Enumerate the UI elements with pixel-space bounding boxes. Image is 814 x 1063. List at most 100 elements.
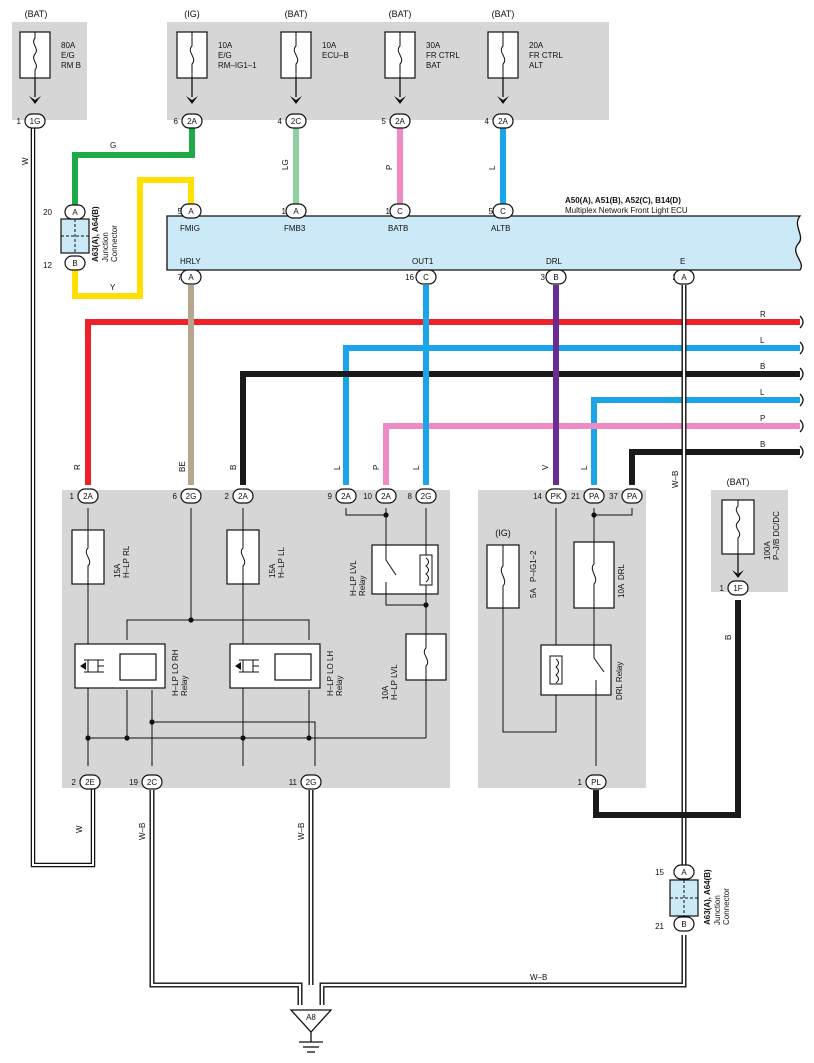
wire-label-w-b: W–B (138, 823, 147, 840)
fuse-rating: 100A (763, 541, 772, 560)
wire-label-l: L (412, 465, 421, 470)
connector-pin: A (673, 269, 695, 285)
fuse-symbol-icon (384, 31, 416, 104)
pin-number: 5 (178, 207, 183, 216)
connector-pin: A (285, 203, 307, 219)
pin-number: 1 (282, 207, 287, 216)
wire-label-l: L (333, 465, 342, 470)
pin-label: B (681, 920, 686, 929)
ground-icon (289, 1009, 333, 1053)
pin-label: 2A (498, 117, 508, 126)
wire-label: L (760, 336, 765, 345)
source-label: (IG) (184, 9, 200, 19)
wire-r (85, 319, 800, 485)
fuse-label-fr-ctrl-bat: 30A FR CTRL BAT (426, 41, 460, 70)
wire-label-l: L (488, 165, 497, 170)
pin-number: 12 (43, 261, 52, 270)
ecu-terminal-label: OUT1 (412, 257, 434, 266)
wire-l-upper (343, 345, 800, 485)
pin-label: B (553, 273, 558, 282)
svg-text:10A: 10A (322, 41, 337, 50)
fuse-label-fr-ctrl-alt: 20A FR CTRL ALT (529, 41, 563, 70)
fuse-symbol-icon (486, 544, 520, 609)
wire-label-r: R (73, 464, 82, 470)
svg-text:10A: 10A (218, 41, 233, 50)
pin-label: C (423, 273, 429, 282)
right-block-wiring (502, 508, 633, 766)
svg-text:RM–IG1–1: RM–IG1–1 (218, 61, 257, 70)
connector-pin: 2C4 (278, 113, 307, 129)
wire-label-l: L (580, 465, 589, 470)
connector-pin: 2A9 (328, 488, 357, 504)
fuse-symbol-icon (487, 31, 519, 104)
source-label: (BAT) (727, 477, 750, 487)
pin-label: 1F (733, 584, 742, 593)
pin-label: C (397, 207, 403, 216)
wire-label-w-b: W–B (297, 823, 306, 840)
connector-pin: A (64, 204, 86, 220)
fuse-rating: 15A (113, 563, 122, 578)
source-label: (BAT) (389, 9, 412, 19)
fuse-label: 5A (529, 588, 538, 598)
pin-number: 21 (655, 922, 664, 931)
fuse-name: P–IG1–2 (529, 550, 538, 582)
fuse-label-ecu-b: 10A ECU–B (322, 41, 349, 60)
pin-label: 2E (85, 778, 95, 787)
fuse-symbol-icon (280, 31, 312, 104)
svg-text:A63(A), A64(B): A63(A), A64(B) (91, 206, 100, 262)
pin-label: 2C (291, 117, 301, 126)
pin-label: C (500, 207, 506, 216)
splice-dots (85, 512, 429, 741)
svg-text:80A: 80A (61, 41, 76, 50)
pin-number: 37 (609, 492, 618, 501)
fuse-name: H–LP LL (277, 546, 286, 578)
connector-pin: 2G6 (173, 488, 202, 504)
pin-label: A (681, 273, 687, 282)
fuse-symbol-icon (71, 529, 105, 585)
wire-b-lower (629, 449, 800, 485)
wire-break-icon (799, 315, 804, 459)
pin-number: 2 (72, 778, 77, 787)
fuse-name: DRL (617, 563, 626, 580)
wire-w-b-2c (149, 790, 303, 1005)
wire-label-w-b: W–B (530, 973, 547, 982)
svg-text:RM B: RM B (61, 61, 81, 70)
ecu-terminal-label: ALTB (491, 224, 510, 233)
wire-p-harness (383, 423, 800, 485)
source-label: (BAT) (492, 9, 515, 19)
pin-number: 7 (178, 273, 183, 282)
pin-label: 2A (395, 117, 405, 126)
fuse-label: 10A (617, 583, 626, 598)
wire-label: R (760, 310, 766, 319)
relay-h-lp-lo-lh (229, 643, 321, 689)
pin-label: 2A (187, 117, 197, 126)
splice-dot (591, 512, 597, 518)
svg-text:FR CTRL: FR CTRL (529, 51, 563, 60)
pin-number: 4 (485, 117, 490, 126)
wire-label-p: P (372, 465, 381, 470)
pin-number: 1 (70, 492, 75, 501)
pin-number: 1 (386, 207, 391, 216)
pin-label: 2G (421, 492, 432, 501)
fuse-symbol-icon (405, 633, 447, 681)
connector-pin: 1G1 (17, 113, 46, 129)
pin-label: 2A (381, 492, 391, 501)
wire-label-y: Y (110, 283, 116, 292)
wire-label: B (760, 440, 765, 449)
connector-pin: A (180, 203, 202, 219)
pin-number: 6 (173, 492, 178, 501)
pin-number: 19 (129, 778, 138, 787)
fuse-label-rm-ig1: 10A E/G RM–IG1–1 (218, 41, 257, 70)
wire-label-b: B (724, 635, 733, 640)
svg-text:E/G: E/G (61, 51, 75, 60)
relay-name: DRL Relay (615, 662, 624, 700)
pin-number: 1 (578, 778, 583, 787)
pin-number: 3 (541, 273, 546, 282)
connector-pin: B (545, 269, 567, 285)
wire-label-be: BE (178, 461, 187, 472)
